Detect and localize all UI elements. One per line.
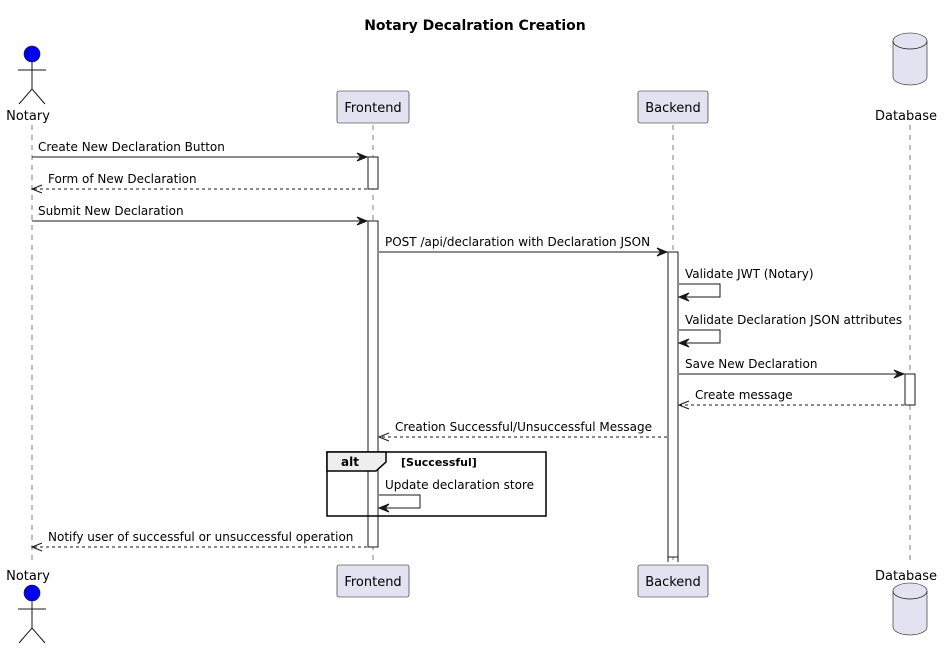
participant-box xyxy=(637,90,709,124)
activation-backend xyxy=(667,251,679,558)
database-body xyxy=(892,41,928,86)
arrowhead xyxy=(677,400,690,410)
fragment-frame xyxy=(326,451,547,517)
arrowhead xyxy=(30,542,43,552)
message-label: Update declaration store xyxy=(385,478,534,492)
actor-head-icon xyxy=(23,45,41,63)
database-rim xyxy=(892,40,928,50)
arrowhead xyxy=(656,247,669,257)
activation-frontend-1 xyxy=(367,156,379,190)
participant-box-backend-bottom: Backend xyxy=(637,564,709,598)
arrowhead xyxy=(356,152,369,162)
lifelines xyxy=(31,125,911,562)
activation-bars xyxy=(367,156,916,562)
message-label: Validate JWT (Notary) xyxy=(685,267,814,281)
database-body xyxy=(892,591,928,636)
message-label: Form of New Declaration xyxy=(48,172,197,186)
message-label: Creation Successful/Unsuccessful Message xyxy=(395,420,652,434)
participant-box-frontend-top: Frontend xyxy=(336,90,410,124)
message-label: POST /api/declaration with Declaration J… xyxy=(385,235,650,249)
participant-label: Frontend xyxy=(344,575,401,590)
actor-legs xyxy=(18,627,46,644)
arrowhead xyxy=(30,184,43,194)
actor-top xyxy=(18,45,46,105)
message-label: Notify user of successful or unsuccessfu… xyxy=(48,530,353,544)
participant-box-backend-top: Backend xyxy=(637,90,709,124)
fragment-condition: [Successful] xyxy=(401,456,477,469)
fragment-keyword: alt xyxy=(341,455,359,469)
actor-head-icon xyxy=(23,584,41,602)
participant-box-frontend-bottom: Frontend xyxy=(336,564,410,598)
participant-box xyxy=(336,564,410,598)
message-label: Validate Declaration JSON attributes xyxy=(685,313,902,327)
message-label: Create New Declaration Button xyxy=(38,140,225,154)
actor-legs xyxy=(18,88,46,105)
database-bottom xyxy=(892,582,928,636)
arrowhead xyxy=(677,338,690,348)
database-top xyxy=(892,32,928,86)
participant-label: Notary xyxy=(6,109,50,124)
actor-bottom xyxy=(18,584,46,644)
arrowhead xyxy=(356,216,369,226)
participant-box xyxy=(336,90,410,124)
arrowhead xyxy=(677,292,690,302)
self-message-line xyxy=(679,329,721,344)
message-label: Save New Declaration xyxy=(685,357,817,371)
participant-label: Frontend xyxy=(344,101,401,116)
arrowhead xyxy=(893,369,906,379)
message-label: Create message xyxy=(695,388,793,402)
arrowhead xyxy=(377,432,390,442)
participant-label: Database xyxy=(875,109,937,124)
diagram-title: Notary Decalration Creation xyxy=(364,18,586,34)
activation-database xyxy=(904,373,916,406)
participant-box xyxy=(637,564,709,598)
message-label: Submit New Declaration xyxy=(38,204,184,218)
fragment-tab xyxy=(326,451,387,472)
participant-label: Backend xyxy=(645,101,701,116)
participant-label: Database xyxy=(875,569,937,584)
arrowhead xyxy=(377,503,390,513)
database-rim xyxy=(892,590,928,600)
activation-frontend-2 xyxy=(367,220,379,548)
alt-fragment: alt [Successful] xyxy=(326,451,547,517)
self-message-line xyxy=(379,494,421,509)
participant-label: Notary xyxy=(6,569,50,584)
self-message-line xyxy=(679,283,721,298)
participant-label: Backend xyxy=(645,575,701,590)
